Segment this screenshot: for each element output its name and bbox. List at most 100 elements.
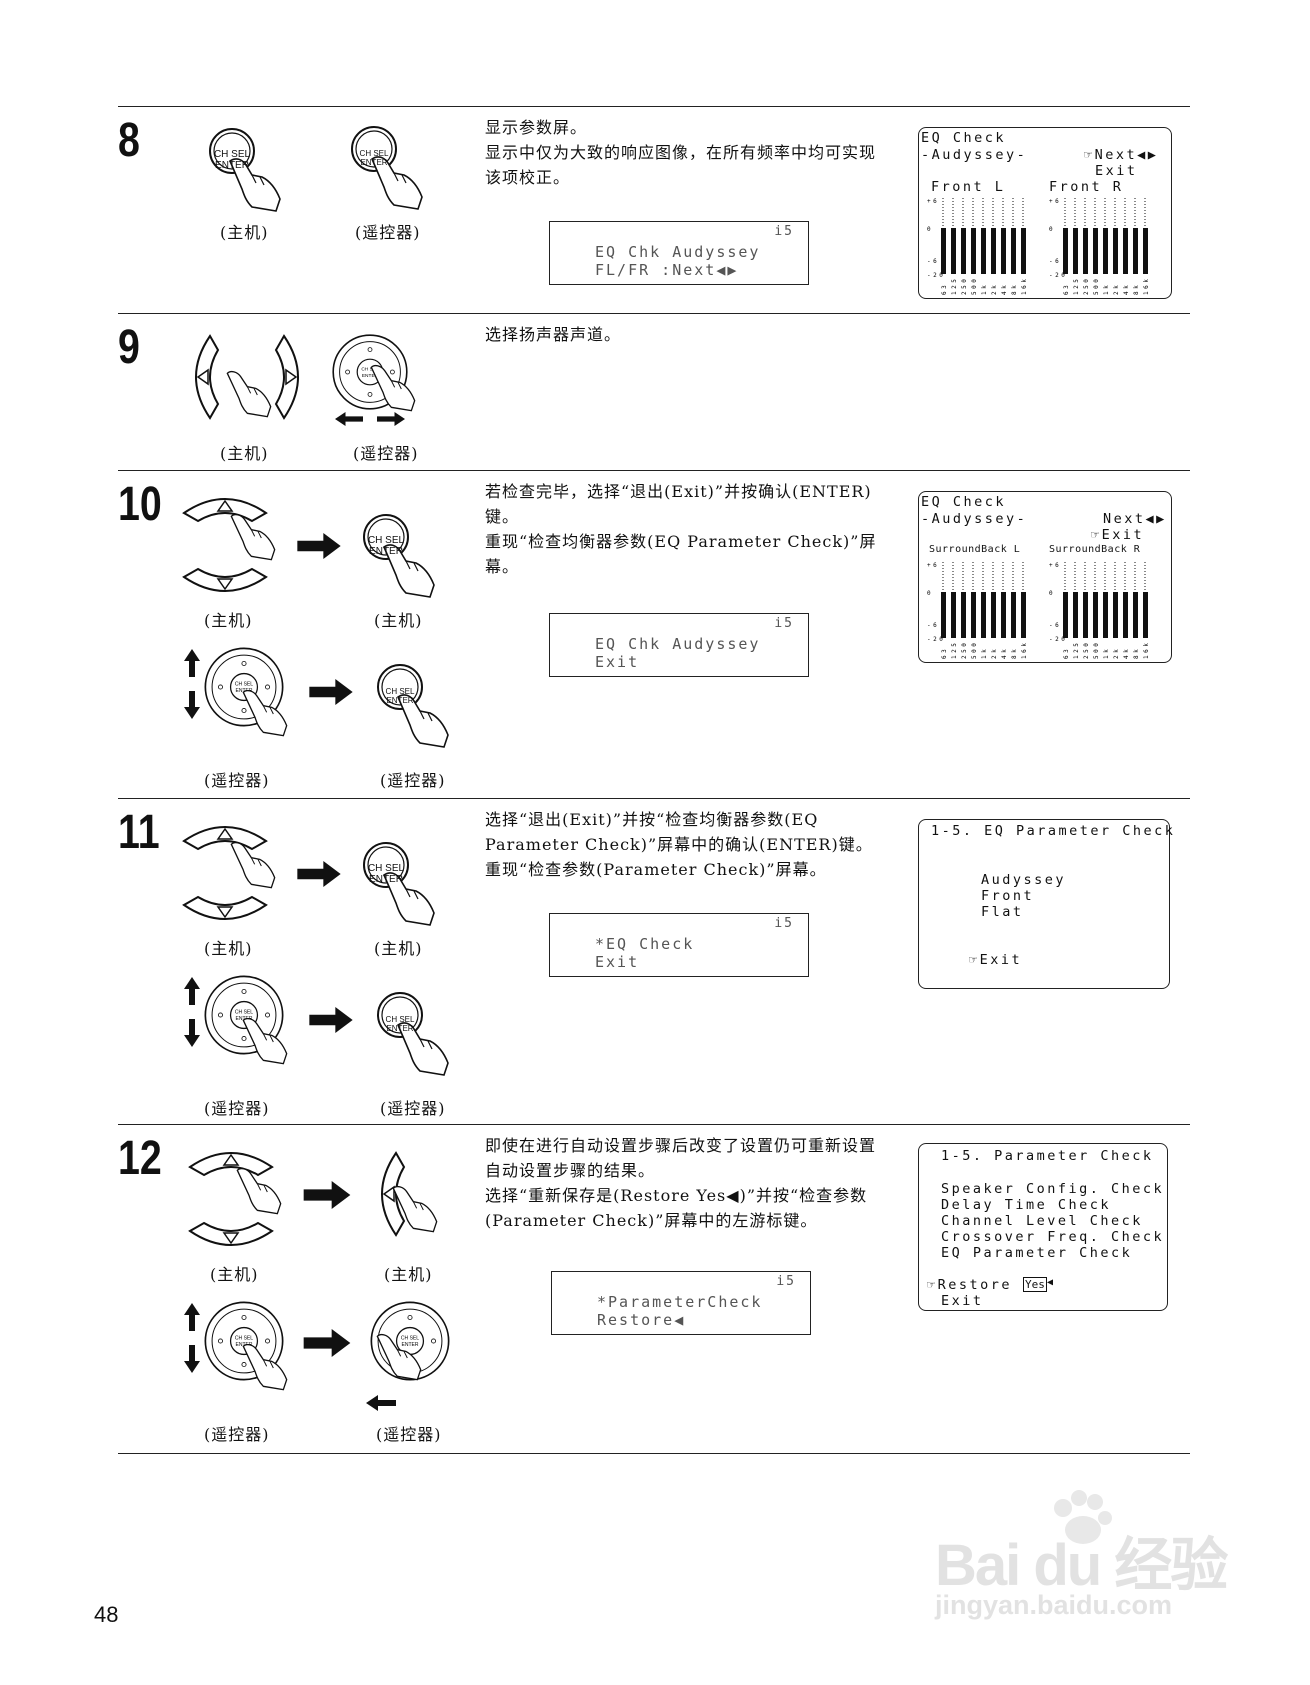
- x-tick-label: 16k: [1021, 641, 1028, 659]
- caption-main: (主机): [220, 223, 269, 242]
- step-12: 12 (主机) (主机) (遥控器) (遥控器) 即使在进行自动设置步骤后改变了…: [118, 1124, 1190, 1454]
- display-line-1: EQ Chk Audyssey: [595, 243, 761, 261]
- eq-band-bar: [951, 592, 956, 638]
- osd-item: Delay Time Check: [941, 1197, 1112, 1213]
- x-tick-label: 4k: [1001, 647, 1008, 659]
- remote-enter-button: CH SEL ENTER: [374, 661, 454, 751]
- up-down-arrow-icon: [184, 977, 200, 1047]
- eq-band-bar: [1073, 228, 1078, 274]
- osd-title: EQ Check: [921, 130, 1007, 146]
- y-tick-label: -20: [927, 636, 945, 643]
- eq-band-bar: [951, 228, 956, 274]
- step-number: 11: [118, 806, 160, 859]
- step-8: 8 CH SEL ENTER (主机) CH SEL ENTER (遥控器) 显…: [118, 106, 1190, 314]
- eq-band-bar: [981, 228, 986, 274]
- x-tick-label: 250: [961, 277, 968, 295]
- enter-label-2: ENTER: [215, 160, 249, 171]
- caption-remote: (遥控器): [355, 223, 421, 242]
- hand-icon: [228, 841, 278, 891]
- x-tick-label: 8k: [1011, 647, 1018, 659]
- eq-check-screen: EQ Check -Audyssey- Next◀▶ ☞Exit Surroun…: [918, 491, 1172, 663]
- x-tick-label: 4k: [1123, 283, 1130, 295]
- caption-main: (主机): [374, 611, 423, 630]
- left-cursor-icon: [188, 332, 222, 422]
- x-tick-label: 2k: [991, 647, 998, 659]
- front-panel-display: i5 *ParameterCheck Restore◀: [551, 1271, 811, 1335]
- desc-line: 选择“重新保存是(Restore Yes◀)”并按“检查参数(Parameter…: [485, 1186, 868, 1230]
- caption-remote: (遥控器): [204, 1425, 270, 1444]
- main-unit-enter-button: CH SEL ENTER: [360, 511, 440, 601]
- step-number: 10: [118, 478, 162, 531]
- eq-band-bar: [941, 228, 946, 274]
- left-right-arrow-icon: [334, 412, 406, 426]
- enter-label-1: CH SEL: [385, 687, 415, 696]
- step-number: 8: [118, 114, 140, 167]
- step-11: 11 (主机) CH SEL ENTER (主机) (遥控器) CH SEL E…: [118, 798, 1190, 1125]
- eq-band-bar: [1083, 592, 1088, 638]
- x-tick-label: 1k: [981, 283, 988, 295]
- x-tick-label: 8k: [1133, 647, 1140, 659]
- caption-remote: (遥控器): [376, 1425, 442, 1444]
- y-tick-label: 0: [927, 590, 933, 597]
- eq-band-bar: [971, 228, 976, 274]
- osd-next: Next◀▶: [1103, 511, 1167, 527]
- x-tick-label: 500: [971, 277, 978, 295]
- display-line-2: Restore◀: [597, 1311, 686, 1329]
- enter-label-1: CH SEL: [385, 1015, 415, 1024]
- enter-label-2: ENTER: [369, 546, 403, 557]
- osd-item: Flat: [981, 904, 1024, 920]
- paw-logo-icon: [1054, 1490, 1112, 1544]
- eq-band-bar: [991, 228, 996, 274]
- desc-line: 选择扬声器声道。: [485, 325, 622, 344]
- eq-band-bar: [1143, 228, 1148, 274]
- osd-item: Front: [981, 888, 1035, 904]
- y-tick-label: 0: [1049, 226, 1055, 233]
- eq-band-bar: [1093, 592, 1098, 638]
- x-tick-label: 250: [1083, 277, 1090, 295]
- hand-icon: [368, 364, 418, 414]
- graph-label-right: SurroundBack R: [1049, 544, 1141, 555]
- desc-line: 若检查完毕，选择“退出(Exit)”并按确认(ENTER)键。: [485, 482, 872, 526]
- eq-band-bar: [971, 592, 976, 638]
- x-tick-label: 125: [951, 641, 958, 659]
- osd-subtitle: -Audyssey-: [921, 147, 1028, 163]
- y-tick-label: -6: [927, 258, 939, 265]
- graph-label-left: Front L: [931, 179, 1006, 195]
- osd-exit: Exit: [941, 1293, 984, 1309]
- up-down-arrow-icon: [184, 649, 200, 719]
- x-tick-label: 16k: [1143, 641, 1150, 659]
- watermark-url: jingyan.baidu.com: [935, 1590, 1173, 1620]
- y-tick-label: +6: [927, 198, 939, 205]
- osd-title: 1-5. Parameter Check: [941, 1148, 1154, 1164]
- x-tick-label: 1k: [1103, 283, 1110, 295]
- step-10: 10 (主机) CH SEL ENTER (主机) (遥控器) CH SEL E…: [118, 470, 1190, 799]
- osd-left-marker: ◀: [1047, 1277, 1056, 1288]
- remote-enter-button: CH SEL ENTER: [348, 123, 428, 213]
- main-unit-enter-button: CH SEL ENTER: [206, 125, 286, 215]
- osd-item: Channel Level Check: [941, 1213, 1143, 1229]
- hand-icon: [390, 1185, 440, 1235]
- osd-exit: ☞Exit: [969, 952, 1023, 968]
- front-panel-display: i5 *EQ Check Exit: [549, 913, 809, 977]
- x-tick-label: 125: [1073, 277, 1080, 295]
- step-description: 选择“退出(Exit)”并按“检查均衡器参数(EQ Parameter Chec…: [485, 807, 880, 882]
- enter-label-1: CH SEL: [359, 149, 389, 158]
- osd-next: ☞Next◀▶: [1084, 147, 1159, 163]
- arrow-right-icon: [302, 1329, 352, 1357]
- parameter-check-screen: 1-5. Parameter Check Speaker Config. Che…: [918, 1143, 1168, 1311]
- eq-parameter-check-screen: 1-5. EQ Parameter Check Audyssey Front F…: [918, 819, 1173, 989]
- eq-band-bar: [1021, 228, 1026, 274]
- display-line-2: Exit: [595, 953, 640, 971]
- eq-band-bar: [1113, 228, 1118, 274]
- main-unit-enter-button: CH SEL ENTER: [360, 839, 440, 929]
- x-tick-label: 8k: [1011, 283, 1018, 295]
- y-tick-label: -6: [927, 622, 939, 629]
- y-tick-label: 0: [1049, 590, 1055, 597]
- y-tick-label: +6: [1049, 198, 1061, 205]
- page-number: 48: [94, 1602, 119, 1627]
- caption-remote: (遥控器): [204, 1099, 270, 1118]
